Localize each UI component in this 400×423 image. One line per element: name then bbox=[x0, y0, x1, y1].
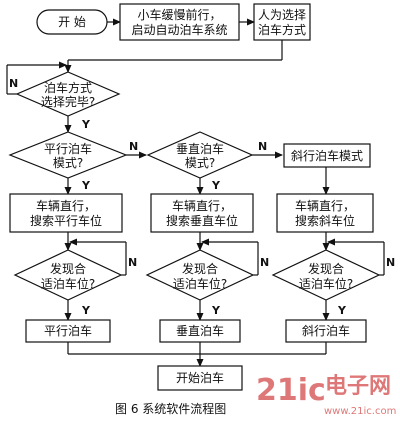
found-oblique-line-1: 发现合 bbox=[308, 261, 344, 276]
found-parallel-decision: 发现合 适泊车位? bbox=[13, 249, 123, 301]
connector-lines bbox=[6, 18, 385, 367]
select-mode-line-2: 泊车方式 bbox=[258, 22, 306, 37]
watermark-name: 电子网 bbox=[325, 374, 391, 399]
edge-label-no: N bbox=[128, 256, 137, 269]
park-oblique-label: 斜行泊车 bbox=[302, 323, 350, 338]
search-vertical-node: 车辆直行， 搜索垂直车位 bbox=[150, 193, 254, 233]
found-oblique-line-2: 适泊车位? bbox=[299, 276, 353, 291]
figure-caption: 图 6 系统软件流程图 bbox=[115, 401, 226, 416]
found-vertical-line-2: 适泊车位? bbox=[173, 276, 227, 291]
found-parallel-line-2: 适泊车位? bbox=[41, 276, 95, 291]
selection-done-decision: 泊车方式 选择完毕? bbox=[15, 71, 121, 117]
search-oblique-line-1: 车辆直行， bbox=[295, 198, 355, 213]
park-parallel-label: 平行泊车 bbox=[44, 323, 92, 338]
watermark-url: www.21ic.com bbox=[324, 406, 396, 417]
found-oblique-decision: 发现合 适泊车位? bbox=[271, 249, 381, 301]
search-vertical-line-1: 车辆直行， bbox=[172, 198, 232, 213]
edge-label-yes: Y bbox=[337, 304, 347, 317]
start-label: 开 始 bbox=[58, 15, 86, 29]
edge-label-no: N bbox=[129, 140, 138, 153]
found-vertical-decision: 发现合 适泊车位? bbox=[145, 249, 255, 301]
vertical-mode-decision: 垂直泊车 模式? bbox=[146, 131, 254, 179]
edge-label-no: N bbox=[260, 256, 269, 269]
edge-label-yes: Y bbox=[81, 118, 91, 131]
found-vertical-line-1: 发现合 bbox=[182, 261, 218, 276]
found-parallel-line-1: 发现合 bbox=[50, 261, 86, 276]
watermark-logo: 21ic 电子网 www.21ic.com bbox=[256, 373, 396, 417]
park-oblique-node: 斜行泊车 bbox=[285, 319, 367, 343]
select-mode-line-1: 人为选择 bbox=[258, 8, 306, 22]
edge-label-yes: Y bbox=[211, 304, 221, 317]
edge-label-yes: Y bbox=[211, 179, 221, 192]
edge-label-no: N bbox=[9, 77, 18, 90]
begin-parking-label: 开始泊车 bbox=[176, 370, 224, 385]
parallel-mode-line-2: 模式? bbox=[53, 156, 83, 170]
vertical-mode-line-1: 垂直泊车 bbox=[176, 141, 224, 156]
select-mode-node: 人为选择 泊车方式 bbox=[253, 3, 311, 41]
selection-done-line-2: 选择完毕? bbox=[41, 94, 95, 109]
search-parallel-node: 车辆直行， 搜索平行车位 bbox=[9, 193, 123, 233]
park-parallel-node: 平行泊车 bbox=[25, 319, 111, 343]
park-vertical-node: 垂直泊车 bbox=[159, 319, 241, 343]
park-vertical-label: 垂直泊车 bbox=[176, 323, 224, 338]
search-parallel-line-1: 车辆直行， bbox=[36, 198, 96, 213]
slow-forward-line-2: 启动自动泊车系统 bbox=[131, 22, 227, 37]
edge-label-no: N bbox=[258, 140, 267, 153]
edge-label-no: N bbox=[386, 256, 395, 269]
selection-done-line-1: 泊车方式 bbox=[44, 80, 92, 95]
begin-parking-node: 开始泊车 bbox=[157, 365, 243, 391]
oblique-mode-node: 斜行泊车模式 bbox=[283, 143, 371, 168]
search-oblique-node: 车辆直行， 搜索斜车位 bbox=[276, 193, 374, 233]
parallel-mode-line-1: 平行泊车 bbox=[44, 141, 92, 156]
start-node: 开 始 bbox=[36, 9, 108, 35]
slow-forward-line-1: 小车缓慢前行， bbox=[137, 7, 221, 22]
watermark-logo-text: 21ic bbox=[256, 373, 326, 408]
oblique-mode-label: 斜行泊车模式 bbox=[291, 148, 363, 163]
edge-label-yes: Y bbox=[81, 179, 91, 192]
search-oblique-line-2: 搜索斜车位 bbox=[295, 213, 355, 228]
search-vertical-line-2: 搜索垂直车位 bbox=[166, 213, 238, 228]
vertical-mode-line-2: 模式? bbox=[185, 156, 215, 170]
edge-labels: N Y N N Y Y N N N Y Y Y bbox=[9, 77, 395, 317]
slow-forward-node: 小车缓慢前行， 启动自动泊车系统 bbox=[119, 3, 240, 41]
edge-label-yes: Y bbox=[81, 304, 91, 317]
search-parallel-line-2: 搜索平行车位 bbox=[30, 213, 102, 228]
parallel-mode-decision: 平行泊车 模式? bbox=[8, 131, 128, 179]
